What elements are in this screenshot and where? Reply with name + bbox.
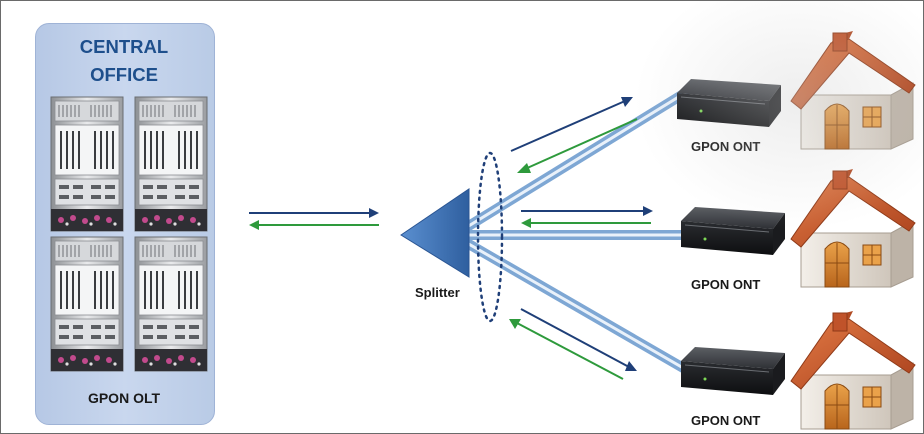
central-office-title-line2: OFFICE: [90, 64, 158, 85]
olt-label: GPON OLT: [87, 390, 161, 406]
ont-label-3: GPON ONT: [691, 413, 761, 428]
olt-chassis-icon: [50, 96, 208, 372]
house-icon: [790, 30, 916, 430]
ont-box-icon: [676, 78, 786, 396]
central-office-title-line1: CENTRAL: [79, 36, 169, 57]
splitter-label: Splitter: [415, 285, 460, 300]
ont-label-2: GPON ONT: [691, 277, 761, 292]
splitter-triangle-icon: [400, 188, 470, 278]
ont-label-1: GPON ONT: [691, 139, 761, 154]
trunk-arrows: [249, 208, 379, 230]
ont-3-arrows: [509, 308, 637, 380]
ont-2-arrows: [521, 206, 653, 228]
ont-1-arrows: [510, 97, 638, 173]
splitter-output-ellipse: [476, 151, 504, 323]
central-office-title: CENTRAL OFFICE: [35, 33, 213, 89]
